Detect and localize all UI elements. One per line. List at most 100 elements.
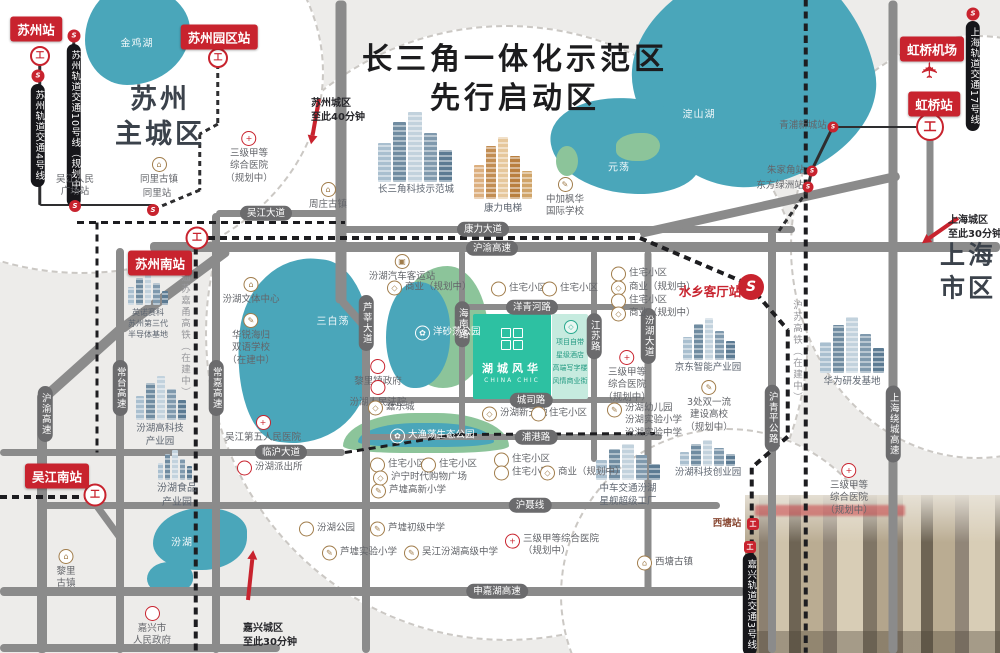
tongli-ancient-town: ⌂同里古镇: [140, 157, 178, 186]
zhouzhuang-ancient-town-label: 周庄古镇: [308, 199, 348, 210]
kangli-avenue-label: 康力大道: [456, 221, 510, 237]
residential-6: 住宅小区: [370, 457, 426, 473]
biz-south-label: 商业（规划中）: [558, 466, 625, 478]
boundary-north: [77, 220, 345, 224]
hongqiao-airport-badge: 虹桥机场: [899, 36, 965, 62]
suzhou-station-badge: 苏州站: [10, 16, 62, 42]
xitang-ancient-town: ⌂西塘古镇: [637, 555, 694, 571]
zhujiajiao-station-icon: S: [806, 165, 818, 177]
dongfanglvzhou-station-label: 东方绿洲站: [756, 180, 804, 192]
fenhu-food-park-label: 汾湖食品 产业园: [157, 483, 197, 508]
luxu-gaoxin-primary-label: 芦墟高新小学: [389, 484, 447, 496]
changtai-expressway-label: 常台高速: [112, 360, 128, 416]
jiaxing-government-label: 嘉兴市 人民政府: [132, 623, 172, 647]
chengsi-road: [366, 397, 650, 403]
south-edge-road: [0, 644, 280, 652]
suzhou-line4-rail-2: [40, 203, 153, 207]
wujiang-avenue-label: 吴江大道: [239, 205, 293, 221]
shop-icon: ◇: [373, 470, 388, 486]
hospital-center-label: 三级甲等 综合医院 （规划中）: [603, 367, 651, 403]
wujiang-renmin-square-station-label: 吴江人民 广场站: [55, 174, 95, 197]
hospital-southeast: +三级甲等 综合医院 （规划中）: [825, 463, 873, 517]
sino-canada-school: ✎中加枫华 国际学校: [546, 177, 584, 219]
xitang-ancient-town-label: 西塘古镇: [655, 556, 694, 568]
gov-icon: [370, 380, 386, 395]
yangqinghe-road-label: 洋青河路: [505, 299, 559, 315]
school-icon: ✎: [404, 545, 419, 561]
project-block: 湖城风华 CHINA CHIC ◇ 项目自带 星级酒店 高端写字楼 风情商业街: [473, 314, 588, 399]
jialecheng-mall: ◇嘉乐城: [368, 400, 415, 416]
hospital-icon: +: [255, 415, 271, 430]
hongqiao-airport-plane-icon: ✈: [918, 60, 944, 80]
jialecheng-mall-label: 嘉乐城: [386, 401, 415, 413]
region-shanghai: 上海 市区: [939, 240, 997, 303]
project-name: 湖城风华: [482, 362, 542, 375]
wujiang-fenhu-senior: ✎吴江汾湖高级中学: [404, 545, 498, 561]
arrow-to-jiaxing-shaft: [246, 559, 255, 601]
residential-8-label: 住宅小区: [512, 453, 551, 465]
suzhou-station-icon: 工: [30, 46, 50, 66]
hospital-xitang: +三级甲等综合医院 （规划中）: [505, 533, 599, 559]
shenjiahu-expressway-road: [0, 586, 745, 596]
suzhou-south-station-icon: 工: [185, 226, 209, 250]
bus-icon: ▣: [394, 254, 410, 269]
shop-icon: ◇: [387, 280, 402, 296]
fenhu-schools-group-label: 汾湖幼儿园 汾湖实验小学 汾湖实验中学: [625, 402, 683, 439]
school-icon: ✎: [371, 483, 386, 499]
xitang-station-icon: 工: [747, 518, 759, 530]
sanbaidang-lake-label: 三白荡: [316, 316, 350, 328]
xitang-station-label: 西塘站: [712, 518, 742, 530]
gov-icon: [237, 460, 252, 476]
hospital-north-label: 三级甲等 综合医院 （规划中）: [225, 148, 273, 184]
fenhu-park: 汾湖公园: [299, 521, 355, 537]
shop-icon: ◇: [540, 465, 555, 481]
pugang-road: [366, 434, 662, 440]
luxin-avenue-label: 芦莘大道: [358, 295, 374, 351]
fenhu-police-station: 汾湖派出所: [237, 460, 303, 476]
fenhu-avenue-label: 汾湖大道: [640, 308, 656, 364]
jinji-lake-label: 金鸡湖: [120, 38, 154, 50]
fenhu-culture-center-label: 汾湖文体中心: [222, 294, 280, 305]
home-icon: [491, 281, 506, 297]
residential-3: 住宅小区: [611, 266, 667, 282]
lili-ancient-town-label: 黎里 古镇: [56, 566, 76, 590]
biz-northwest: ◇商业（规划中）: [387, 280, 472, 296]
yuandang-west-green: [556, 146, 578, 176]
lili-ancient-town: ⌂黎里 古镇: [56, 549, 76, 591]
kangli-avenue-road: [341, 225, 795, 233]
line4-logo-icon: S: [31, 69, 45, 83]
zhujiajiao-station-label: 朱家角站: [766, 165, 806, 177]
residential-2-label: 住宅小区: [560, 282, 599, 294]
shanghai-ring-label: 上海绕城高速: [885, 385, 901, 463]
home-icon: [421, 457, 436, 473]
school-icon: ✎: [243, 313, 259, 328]
double-first-class-colleges-label: 3处双一流 建设高校 （规划中）: [685, 397, 733, 433]
huning-times-mall: ◇沪宁时代购物广场: [373, 470, 467, 486]
luxu-junior-middle: ✎芦墟初级中学: [370, 521, 445, 537]
hongqiao-station-badge: 虹桥站: [908, 91, 960, 117]
kangli-elevator-label: 康力电梯: [483, 203, 523, 214]
residential-5: 住宅小区: [531, 406, 587, 422]
luxu-experimental-primary: ✎芦墟实验小学: [322, 545, 398, 561]
residential-4-label: 住宅小区: [629, 294, 668, 306]
tongli-station-label: 同里站: [142, 188, 172, 200]
project-name-en: CHINA CHIC: [484, 377, 540, 384]
residential-9-label: 住宅小区: [512, 466, 551, 478]
luxu-experimental-primary-label: 芦墟实验小学: [340, 546, 398, 558]
shop-icon: ◇: [611, 306, 626, 322]
qingpu-newtown-station-icon: S: [827, 121, 839, 133]
arrow-to-jiaxing-head: [247, 549, 259, 560]
yangshadang-park-label: ✿洋砂荡公园: [415, 325, 481, 341]
huarui-bilingual-school: ✎华锐海归 双语学校 （在建中）: [227, 313, 275, 367]
home-icon: [531, 406, 546, 422]
shuixiang-keting-station-label: 水乡客厅站: [678, 284, 742, 300]
project-logo-icon: [501, 328, 523, 350]
residential-7: 住宅小区: [421, 457, 477, 473]
jiaxing-line3-icon: 工: [744, 541, 756, 553]
huyu-expressway-road: [150, 242, 1000, 252]
innoscience-semiconductor-base: [128, 273, 168, 305]
lotus-icon: ✿: [415, 325, 430, 341]
jiangsu-road-label: 江苏路: [586, 313, 602, 359]
suzhou-south-station-badge: 苏州南站: [127, 250, 193, 276]
biz-northwest-label: 商业（规划中）: [405, 281, 472, 293]
